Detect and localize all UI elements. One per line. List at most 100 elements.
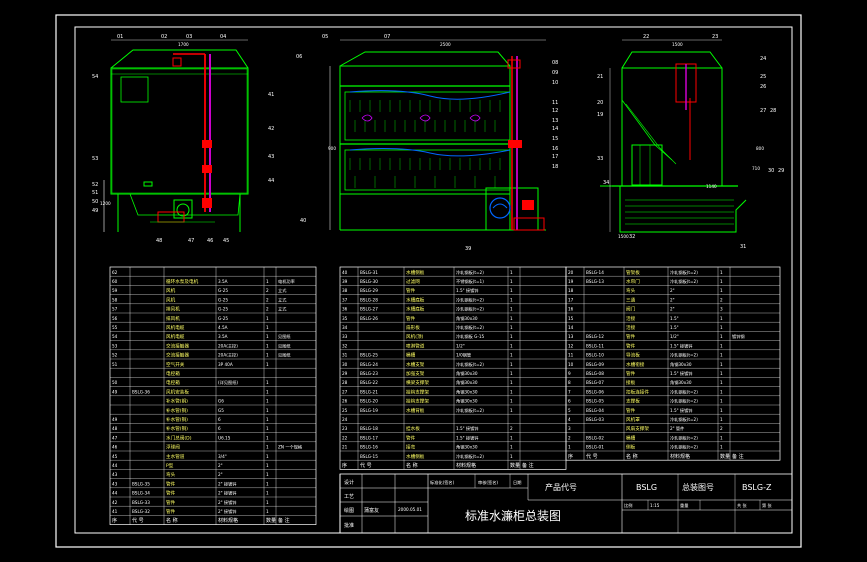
bom-left-cell: 风机电缆 xyxy=(166,324,185,331)
bom-left-cell: 6 xyxy=(218,426,221,431)
bom-middle-cell: 水槽背板 xyxy=(406,407,425,414)
bom-left-cell: 55 xyxy=(112,325,118,330)
bom-left-cell: 20A(主控) xyxy=(218,352,238,359)
bom-right-cell: 6 xyxy=(568,399,571,404)
bom-right-cell: 2" xyxy=(670,297,675,302)
bom-left-cell: 见图纸 xyxy=(278,342,291,349)
bom-left-cell: 43 xyxy=(112,472,118,477)
bom-left-cell: 交流接触器 xyxy=(166,352,189,359)
bom-left-cell: 42 xyxy=(112,500,118,505)
bom-right-cell: 2 xyxy=(720,426,723,431)
bom-middle-cell: 31 xyxy=(342,353,348,358)
dimension-left: 1200 xyxy=(100,201,111,206)
bom-middle-cell: 冷轧钢板(t=2) xyxy=(456,361,484,368)
bom-left-cell: 1 xyxy=(266,334,269,339)
bom-right-cell: 角钢30x30 xyxy=(670,361,692,368)
bom-right-header-cell: 代 号 xyxy=(586,453,598,460)
bom-middle-cell: 角钢30x30 xyxy=(456,370,478,377)
field-scale: 比例 xyxy=(624,502,632,509)
bom-left-cell: 见图纸 xyxy=(278,333,291,340)
bom-right-cell: 1.5" xyxy=(670,325,679,330)
chart-no-label: 总装图号 xyxy=(682,482,714,492)
bom-right-cell: 1.5" 接镀锌 xyxy=(670,370,693,377)
bom-left-cell: 管件 xyxy=(166,490,176,497)
bom-middle-cell: 挂钩支撑架 xyxy=(406,398,429,405)
bom-left-cell: 1 xyxy=(266,491,269,496)
dimension-right: 800 xyxy=(756,146,764,151)
bom-left-cell: 排风机 xyxy=(166,306,180,313)
bom-right-cell: 1 xyxy=(720,343,723,348)
bom-right-cell: 2 xyxy=(720,297,723,302)
bom-middle-cell: 27 xyxy=(342,389,348,394)
bom-right-cell: 1.5" xyxy=(670,316,679,321)
bom-left-cell: 空气开关 xyxy=(166,361,185,368)
field-review: 审核(签名) xyxy=(478,479,498,486)
bom-right-cell: BSLG-14 xyxy=(586,270,604,275)
bom-right-cell: 活接 xyxy=(626,324,636,331)
balloon-middle-08: 08 xyxy=(552,60,558,66)
bom-right-cell: BSLG-04 xyxy=(586,408,604,413)
bom-middle-cell: BSLG-21 xyxy=(360,389,378,394)
dimension-right: 710 xyxy=(752,166,760,171)
dimension-middle: 2500 xyxy=(440,42,451,47)
bom-left-cell: 排风机 xyxy=(166,315,180,322)
bom-right-cell: BSLG-11 xyxy=(586,343,604,348)
bom-left-header-cell: 数量 xyxy=(266,517,276,524)
bom-right-cell: 冷轧钢板(t=2) xyxy=(670,434,698,441)
bom-left-cell: 52 xyxy=(112,353,118,358)
bom-left-cell: 1 xyxy=(266,325,269,330)
bom-left-cell: 56 xyxy=(112,316,118,321)
bom-middle-cell: 桶槽 xyxy=(406,352,416,359)
bom-left-cell: 51 xyxy=(112,362,118,367)
bom-left-cell: 1 xyxy=(266,316,269,321)
bom-right-cell: 1 xyxy=(720,435,723,440)
balloon-right-19: 19 xyxy=(597,112,603,118)
bom-left-cell: 4.5A xyxy=(218,325,228,330)
bom-right-cell: 水帘门 xyxy=(626,278,640,285)
bom-right-cell: 1 xyxy=(720,445,723,450)
balloon-right-30: 30 xyxy=(768,168,774,174)
bom-left-cell: 1 xyxy=(266,472,269,477)
bom-middle-cell: 32 xyxy=(342,343,348,348)
bom-middle-cell: BSLG-20 xyxy=(360,399,378,404)
bom-right-cell: 弯头 xyxy=(626,287,636,294)
balloon-middle-40: 40 xyxy=(300,218,306,224)
bom-middle-cell: 水槽底板 xyxy=(406,296,425,303)
bom-middle-cell: 水槽支架 xyxy=(406,361,425,368)
bom-middle-cell: 1 xyxy=(510,371,513,376)
bom-middle-cell: 喷淋管道 xyxy=(406,342,425,349)
bom-right-cell: 19 xyxy=(568,279,574,284)
balloon-middle-06: 06 xyxy=(296,54,302,60)
bom-left-cell: 57 xyxy=(112,307,118,312)
bom-right-header-cell: 序 xyxy=(568,453,573,460)
balloon-left-53: 53 xyxy=(92,156,98,162)
bom-right-cell: 角钢30x30 xyxy=(670,379,692,386)
bom-middle-cell: 挂水板 xyxy=(406,425,420,432)
balloon-left-49: 49 xyxy=(92,208,98,214)
bom-middle-cell: BSLG-24 xyxy=(360,362,378,367)
bom-left-cell: ZN 一个规格 xyxy=(278,444,303,451)
bom-middle-cell: 1 xyxy=(510,343,513,348)
bom-right-cell: 镀锌钢 xyxy=(732,333,745,340)
bom-right-cell: 17 xyxy=(568,297,574,302)
bom-middle-cell: 角钢30x30 xyxy=(456,444,478,451)
bom-right-cell: 风机罩 xyxy=(626,416,640,423)
bom-middle-cell: BSLG-18 xyxy=(360,426,378,431)
bom-middle-cell: 1 xyxy=(510,270,513,275)
bom-left-cell: 60 xyxy=(112,279,118,284)
bom-middle-cell: 角钢30x30 xyxy=(456,388,478,395)
bom-right-cell: 冷轧钢板(t=2) xyxy=(670,352,698,359)
balloon-right-31: 31 xyxy=(740,244,746,250)
bom-left-cell: 2" 接镀锌 xyxy=(218,508,237,515)
bom-left-cell: 风机电缆 xyxy=(166,333,185,340)
balloon-middle-11: 11 xyxy=(552,100,558,106)
bom-middle-cell: BSLG-15 xyxy=(360,454,378,459)
balloon-left-45: 45 xyxy=(223,238,229,244)
bom-middle-cell: 1 xyxy=(510,279,513,284)
dimension-right: 1500 xyxy=(618,234,629,239)
bom-middle-cell: BSLG-16 xyxy=(360,445,378,450)
bom-left-cell: 62 xyxy=(112,270,118,275)
bom-left-cell: 50 xyxy=(112,380,118,385)
balloon-left-04: 04 xyxy=(220,34,226,40)
bom-left-cell: 49 xyxy=(112,417,118,422)
